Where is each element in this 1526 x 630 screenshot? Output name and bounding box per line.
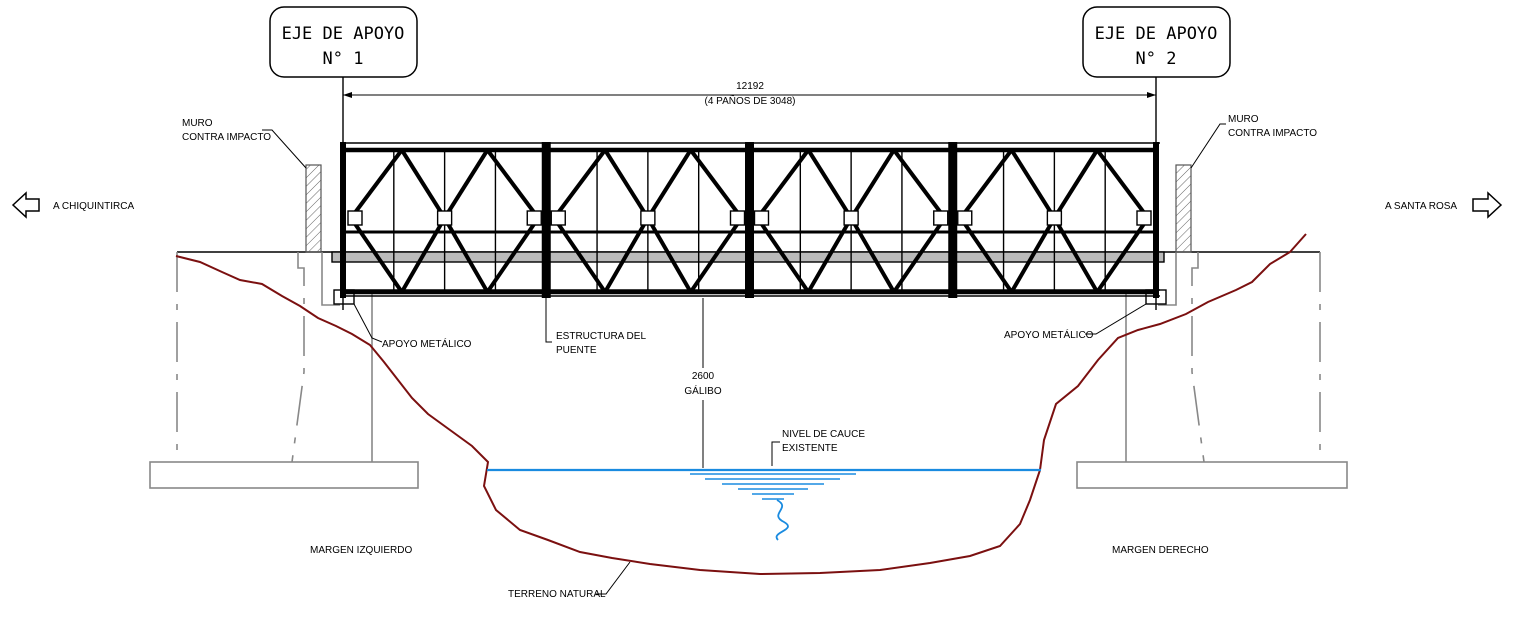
truss-diagonal [349,148,404,220]
truss-diagonal [849,216,896,294]
direction-left: A CHIQUINTIRCA [11,191,134,219]
metal-support-right [1145,289,1167,305]
truss-diagonal [1009,216,1057,294]
natural-terrain-line [175,233,1307,576]
muro-right-callout: MURO CONTRA IMPACTO [1190,114,1317,169]
truss-diagonal [485,148,540,220]
structure-callout: ESTRUCTURA DEL PUENTE [545,296,646,356]
tag-1-line2: N° 1 [323,49,364,69]
clearance-value: 2600 [692,371,715,382]
apoyo-right-label: APOYO METÁLICO [1004,328,1094,341]
gusset-plate [550,210,566,226]
truss-diagonal [1095,216,1150,294]
apoyo-right-callout: APOYO METÁLICO [1004,303,1147,341]
truss-diagonal [806,216,853,294]
gusset-plate [347,210,363,226]
truss-diagonal [959,148,1014,220]
truss-diagonal [442,216,490,294]
span-dimension: 12192 (4 PAÑOS DE 3048) [343,81,1156,107]
gusset-plate [753,210,770,226]
truss-diagonal [552,148,607,220]
right-bank-label: MARGEN DERECHO [1112,545,1209,556]
truss-diagonal [1095,148,1150,220]
muro-left-line2: CONTRA IMPACTO [182,132,271,143]
truss-diagonal [400,148,447,220]
gusset-plate [1046,210,1063,226]
truss-diagonal [1052,148,1099,220]
impact-wall-right [1175,164,1192,253]
bridge-truss [331,142,1165,298]
truss-diagonal [400,216,447,294]
gusset-plate [729,210,746,226]
terrain-label: TERRENO NATURAL [508,589,606,600]
apoyo-left-callout: APOYO METÁLICO [353,303,472,350]
gusset-plate [843,210,859,226]
riverbed-line1: NIVEL DE CAUCE [782,429,865,440]
gusset-plate [436,210,453,226]
truss-diagonal [892,216,947,294]
structure-line2: PUENTE [556,345,597,356]
truss-diagonal [552,216,607,294]
arrow-left-icon [11,191,40,219]
truss-diagonal [603,148,650,220]
truss-diagonal [959,216,1014,294]
left-bank-label: MARGEN IZQUIERDO [310,545,412,556]
gusset-plate [1136,210,1152,226]
truss-diagonal [1009,148,1057,220]
truss-diagonal [689,216,744,294]
direction-right: A SANTA ROSA [1385,191,1503,219]
support-axis-tag-1: EJE DE APOYO N° 1 [269,6,418,78]
tag-2-line1: EJE DE APOYO [1095,24,1218,44]
clearance-dimension: 2600 GÁLIBO [684,298,722,468]
direction-left-label: A CHIQUINTIRCA [53,201,134,212]
truss-diagonal [442,148,490,220]
truss-diagonal [646,148,693,220]
arrow-right-icon [1472,191,1503,219]
muro-left-line1: MURO [182,118,213,129]
truss-diagonal [849,148,896,220]
muro-left-callout: MURO CONTRA IMPACTO [182,118,307,169]
support-axis-tag-2: EJE DE APOYO N° 2 [1082,6,1231,78]
right-abutment [1076,252,1348,489]
gusset-plate [933,210,949,226]
truss-diagonal [1052,216,1099,294]
impact-wall-left [305,164,322,253]
structure-line1: ESTRUCTURA DEL [556,331,646,342]
truss-diagonal [689,148,744,220]
gusset-plate [640,210,656,226]
tag-1-line1: EJE DE APOYO [282,24,405,44]
water-level [487,468,1041,541]
truss-diagonal [755,216,810,294]
span-length: 12192 [736,81,764,92]
muro-right-line2: CONTRA IMPACTO [1228,128,1317,139]
gusset-plate [957,210,973,226]
truss-diagonal [485,216,540,294]
truss-diagonal [755,148,810,220]
truss-diagonal [603,216,650,294]
gusset-plate [526,210,542,226]
truss-diagonal [646,216,693,294]
muro-right-line1: MURO [1228,114,1259,125]
truss-diagonal [806,148,853,220]
clearance-label: GÁLIBO [684,384,721,397]
truss-diagonal [892,148,947,220]
riverbed-line2: EXISTENTE [782,443,838,454]
metal-support-left [333,289,355,305]
span-panels: (4 PAÑOS DE 3048) [705,94,796,107]
direction-right-label: A SANTA ROSA [1385,201,1457,212]
left-abutment [149,252,419,489]
truss-diagonal [349,216,404,294]
apoyo-left-label: APOYO METÁLICO [382,337,472,350]
terrain-callout: TERRENO NATURAL [508,561,631,600]
riverbed-callout: NIVEL DE CAUCE EXISTENTE [771,429,865,466]
tag-2-line2: N° 2 [1136,49,1177,69]
